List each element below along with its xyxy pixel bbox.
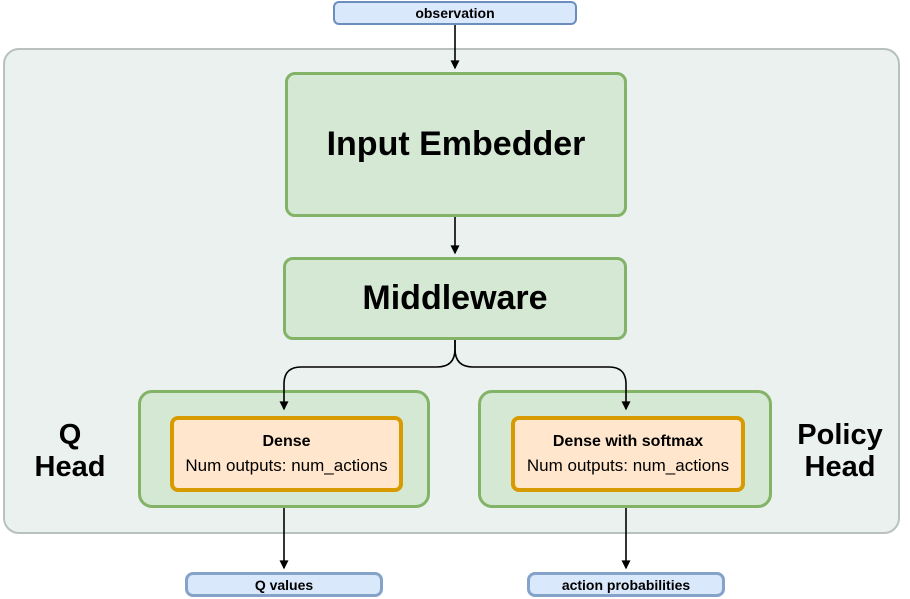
node-observation: observation — [333, 1, 577, 25]
node-action-probabilities-label: action probabilities — [561, 576, 691, 593]
policy-head-label: Policy Head — [797, 419, 883, 483]
policy-head-group: Dense with softmax Num outputs: num_acti… — [478, 390, 772, 508]
policy-dense-subtitle: Num outputs: num_actions — [526, 455, 730, 475]
node-observation-label: observation — [415, 5, 495, 21]
q-dense-subtitle: Num outputs: num_actions — [185, 455, 388, 475]
node-q-values-label: Q values — [254, 576, 314, 593]
q-dense-title: Dense — [262, 432, 311, 450]
node-q-values: Q values — [185, 572, 383, 597]
node-input-embedder-label: Input Embedder — [326, 125, 586, 163]
q-head-label: Q Head — [34, 419, 106, 483]
q-head-group: Dense Num outputs: num_actions — [138, 390, 430, 508]
node-q-dense: Dense Num outputs: num_actions — [170, 416, 403, 492]
node-policy-dense: Dense with softmax Num outputs: num_acti… — [511, 416, 745, 492]
node-middleware-label: Middleware — [362, 279, 548, 317]
policy-dense-title: Dense with softmax — [552, 432, 704, 450]
node-middleware: Middleware — [283, 257, 627, 340]
node-input-embedder: Input Embedder — [285, 72, 627, 217]
node-action-probabilities: action probabilities — [527, 572, 725, 597]
